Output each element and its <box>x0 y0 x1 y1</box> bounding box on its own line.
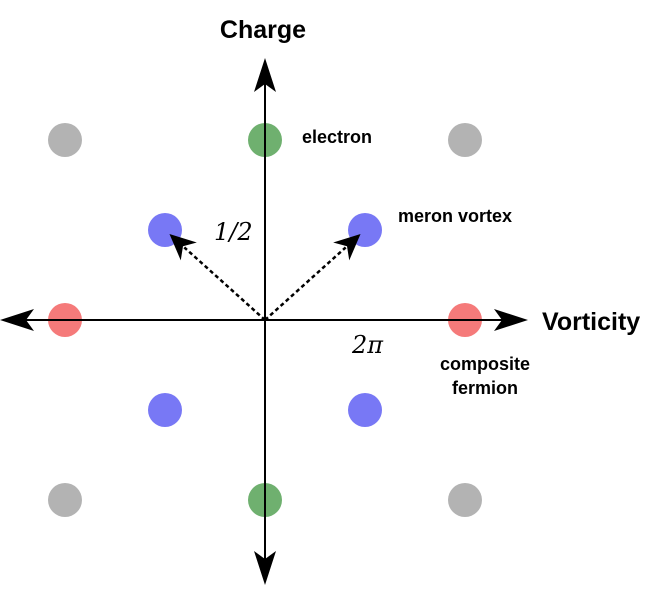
gray-dot-2 <box>448 123 482 157</box>
vorticity-unit-label: 2π <box>351 331 384 359</box>
axes <box>0 58 528 585</box>
meron-vector-line-1 <box>264 246 347 321</box>
meron-vector-line-0 <box>183 246 266 321</box>
meron-vector-head-0 <box>169 234 197 261</box>
gray-dot-0 <box>48 123 82 157</box>
blue-dot-8 <box>348 393 382 427</box>
charge-axis-arrow-down <box>254 551 276 585</box>
composite-label-line2: fermion <box>452 378 518 398</box>
charge-axis-label: Charge <box>220 16 306 44</box>
meron-vortex-label: meron vortex <box>398 206 512 226</box>
vorticity-axis-arrow-right <box>494 309 528 331</box>
electron-label: electron <box>302 127 372 147</box>
vorticity-axis-label: Vorticity <box>542 308 640 336</box>
gray-dot-9 <box>48 483 82 517</box>
vorticity-axis-arrow-left <box>0 309 34 331</box>
blue-dot-7 <box>148 393 182 427</box>
meron-vectors <box>169 234 361 321</box>
meron-vector-head-1 <box>333 234 361 261</box>
gray-dot-11 <box>448 483 482 517</box>
charge-unit-label: 1/2 <box>214 218 253 246</box>
charge-axis-arrow-up <box>254 58 276 92</box>
composite-label-line1: composite <box>440 354 530 374</box>
